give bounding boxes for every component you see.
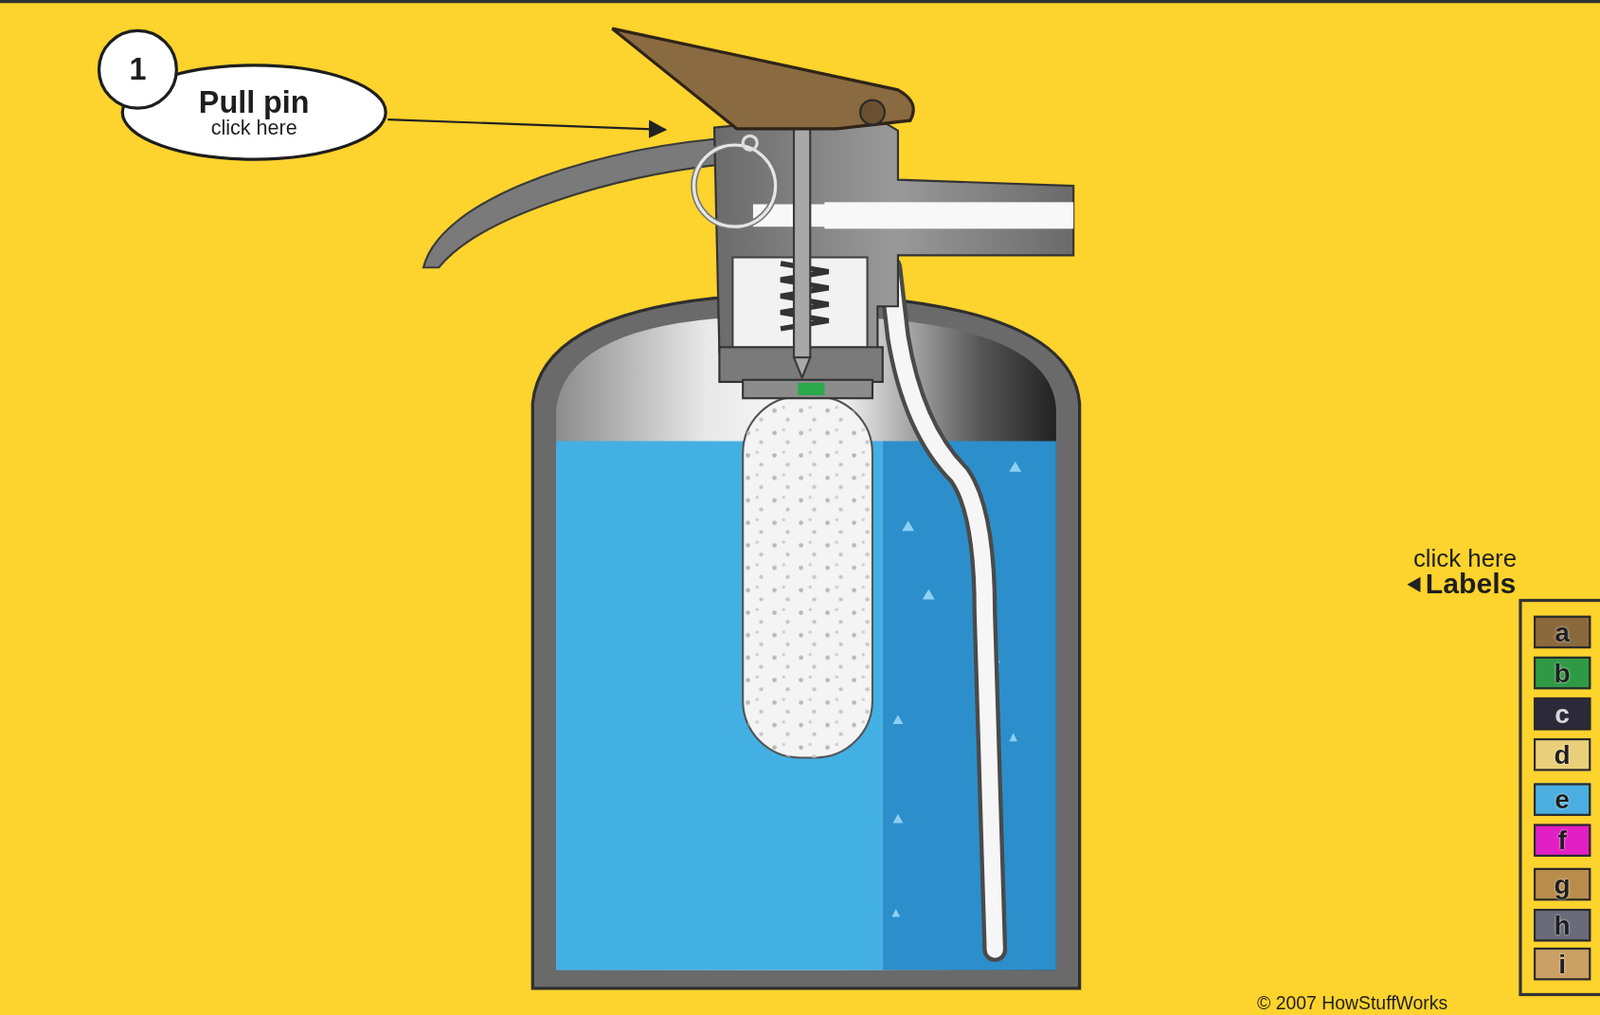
cartridge-cap	[742, 379, 873, 398]
callout-ellipse	[122, 65, 386, 160]
carry-handle	[423, 139, 731, 269]
bubble	[1008, 461, 1022, 472]
legend-letter: i	[1558, 950, 1566, 977]
legend-swatch: h	[1533, 908, 1591, 941]
legend-letter: d	[1554, 740, 1571, 768]
valve-head	[714, 112, 1074, 353]
legend-letter: g	[1554, 870, 1571, 898]
callout-number: 1	[96, 28, 179, 110]
legend-letter: h	[1554, 911, 1571, 938]
legend-swatch: a	[1533, 615, 1591, 648]
legend-swatch: e	[1533, 782, 1591, 815]
cartridge-dots	[742, 395, 873, 757]
legend-letter: c	[1554, 700, 1570, 727]
legend-letter: e	[1554, 786, 1570, 813]
pin-ring-edge	[693, 144, 775, 227]
gas-cartridge	[742, 395, 873, 757]
node-heading: Pull pin	[198, 87, 310, 118]
link-text: click here	[1413, 545, 1517, 571]
cartridge-seal	[797, 382, 825, 396]
bubble	[893, 813, 904, 824]
bubble	[922, 589, 935, 600]
discharge-channel	[824, 201, 1074, 229]
bubble	[901, 521, 915, 532]
callout-circle	[98, 30, 177, 108]
node-heading: 1	[128, 53, 146, 85]
copyright-notice: © 2007 HowStuffWorks	[1257, 992, 1448, 1011]
legend-swatch: f	[1533, 824, 1591, 857]
labels-panel	[1520, 600, 1600, 995]
legend-swatch: i	[1533, 947, 1591, 980]
piercing-tip	[793, 357, 810, 378]
legend-swatch: b	[1533, 656, 1591, 689]
siphon-tube	[889, 267, 995, 950]
siphon-tube-edge	[889, 267, 995, 950]
legend-swatch: d	[1533, 737, 1591, 771]
bubble	[893, 714, 904, 724]
legend-letter: a	[1554, 618, 1570, 646]
legend-letter: f	[1557, 826, 1566, 854]
panel-title: Labels	[1425, 569, 1517, 598]
lever-pivot	[860, 100, 885, 126]
node-subtext: click here	[211, 117, 298, 139]
leader-arrow	[387, 119, 666, 130]
legend-swatch: g	[1533, 867, 1591, 900]
pointer-triangle	[1406, 576, 1421, 593]
bubble	[891, 908, 900, 917]
top-border	[0, 0, 1600, 3]
legend-swatch: c	[1533, 697, 1591, 730]
legend-letter: b	[1554, 659, 1571, 686]
bubble	[1008, 733, 1018, 742]
pin-link	[742, 135, 757, 150]
squeeze-lever	[611, 28, 914, 129]
pin-ring	[693, 144, 775, 227]
